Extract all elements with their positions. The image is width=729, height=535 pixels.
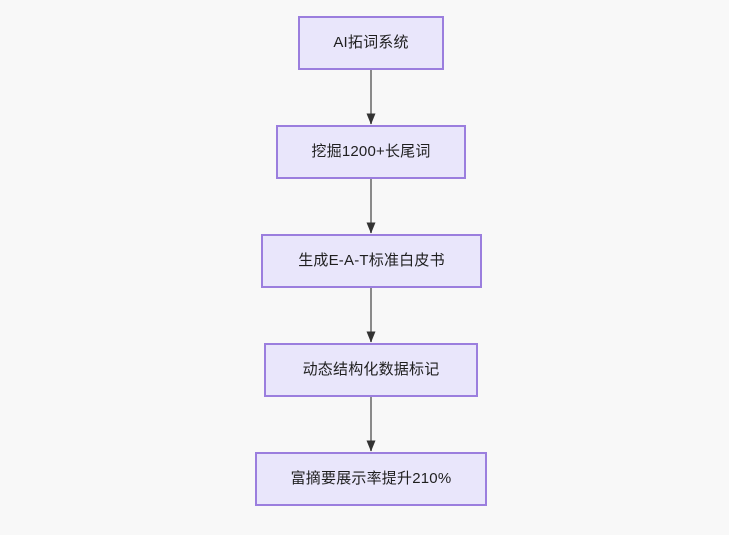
node-label: AI拓词系统	[333, 34, 409, 51]
node-label: 挖掘1200+长尾词	[311, 143, 431, 160]
flowchart-node-rich-snippet-impression-uplift[interactable]: 富摘要展示率提升210%	[255, 452, 487, 506]
flowchart-node-mine-longtail-keywords[interactable]: 挖掘1200+长尾词	[276, 125, 466, 179]
flowchart-node-generate-eat-whitepaper[interactable]: 生成E-A-T标准白皮书	[261, 234, 482, 288]
flowchart-node-dynamic-structured-data-markup[interactable]: 动态结构化数据标记	[264, 343, 478, 397]
flowchart-node-ai-keyword-system[interactable]: AI拓词系统	[298, 16, 444, 70]
node-label: 富摘要展示率提升210%	[290, 470, 452, 487]
node-label: 生成E-A-T标准白皮书	[298, 252, 445, 269]
node-label: 动态结构化数据标记	[302, 361, 440, 378]
